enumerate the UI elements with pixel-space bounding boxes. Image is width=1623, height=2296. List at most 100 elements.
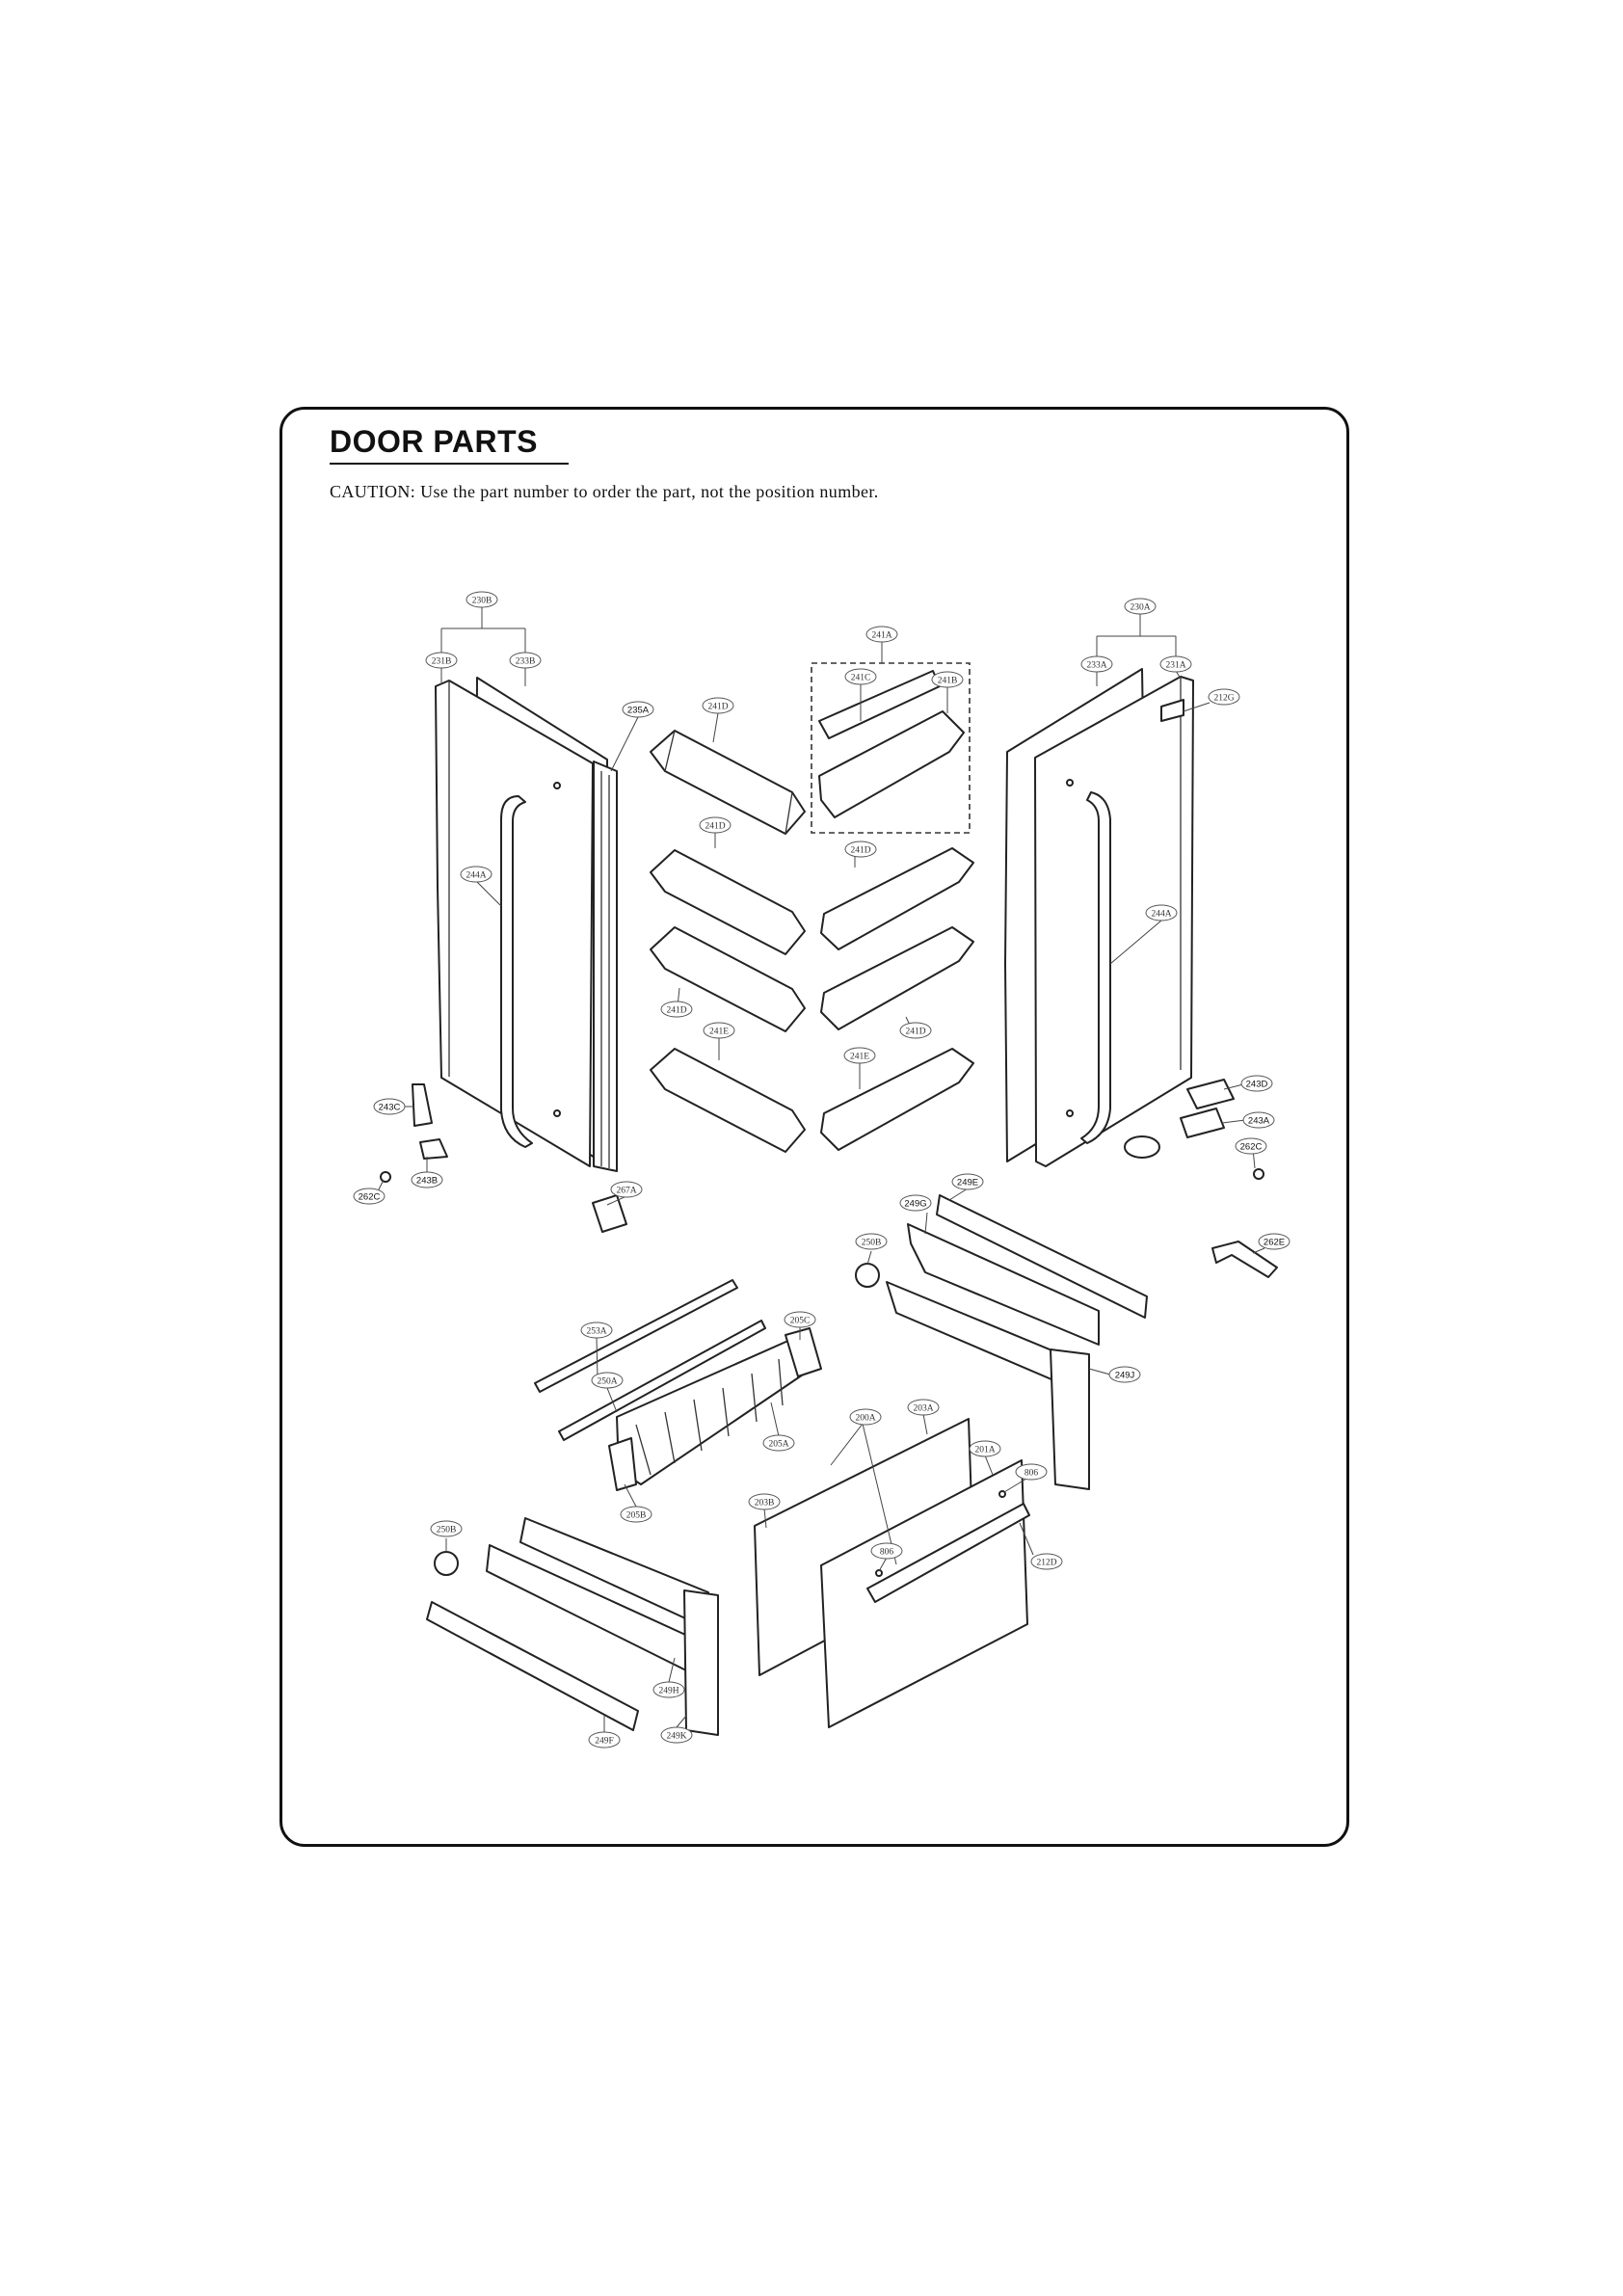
callout-oval [652,1681,685,1698]
callout-262e: 262E [1258,1233,1290,1250]
left-door-screw-top [553,782,561,789]
callout-249e: 249E [951,1173,984,1190]
callout-oval [748,1493,781,1510]
left-drawer-rail-assembly [426,1517,719,1736]
callout-label: 205B [626,1510,647,1520]
callout-230b: 230B [466,591,498,608]
callout-oval [1240,1075,1273,1092]
callout-oval [951,1173,984,1190]
callout-oval [702,697,734,714]
hinge-parts [380,1079,1278,1278]
callout-label: 243B [416,1175,438,1186]
part-205C [785,1327,822,1377]
caution-note: CAUTION: Use the part number to order th… [330,482,879,501]
callout-label: 243A [1248,1115,1270,1126]
callout-241d-a: 241D [702,697,734,714]
callout-label: 250A [597,1376,617,1386]
callout-249f: 249F [588,1731,621,1749]
callout-oval [1258,1233,1290,1250]
callout-oval [844,841,877,858]
part-262C-left [380,1171,391,1183]
callout-oval [620,1506,652,1523]
page-title: DOOR PARTS [330,424,538,459]
callout-label: 250B [862,1238,882,1247]
callout-label: 201A [974,1445,995,1455]
callout-241c: 241C [844,668,877,685]
callout-oval [843,1047,876,1064]
callout-label: 249G [904,1198,926,1209]
callout-label: 249H [658,1686,678,1695]
callout-oval [762,1434,795,1452]
left-door-rail-lines [600,771,610,1168]
door-201A [820,1459,1028,1728]
callout-oval [1145,904,1178,921]
callout-241d-c: 241D [844,841,877,858]
bin-241B-basket [818,710,965,818]
callout-249h: 249H [652,1681,685,1698]
callout-241d-b: 241D [699,816,732,834]
callout-806-b: 806 [870,1542,903,1560]
callout-oval [425,652,458,669]
callout-205c: 205C [784,1311,816,1328]
callout-label: 250B [437,1525,457,1535]
part-243D [1186,1079,1235,1109]
callout-label: 205A [768,1439,788,1449]
callout-label: 244A [466,870,486,880]
callout-244a-r: 244A [1145,904,1178,921]
callout-label: 241D [666,1005,686,1015]
callout-oval [907,1399,940,1416]
part-205B [608,1437,637,1491]
part-243C [412,1083,433,1127]
callout-oval [373,1098,406,1115]
callout-250a: 250A [591,1372,624,1389]
callout-201a: 201A [969,1440,1001,1457]
right-door-handle [1080,791,1111,1144]
right-door-screw-top [1066,779,1074,787]
callout-oval [353,1188,386,1205]
callout-241e-a: 241E [703,1022,735,1039]
rail-249E [936,1194,1148,1319]
callout-oval [1208,688,1240,706]
bin-241D-top-left [650,730,806,835]
right-drawer-rail-assembly [855,1194,1148,1490]
basket-205A [616,1339,812,1485]
callout-243a: 243A [1242,1111,1275,1129]
bin-241D-right-2 [820,926,974,1030]
callout-label: 262E [1264,1237,1285,1247]
callout-250b-b: 250B [430,1520,463,1537]
callout-oval [784,1311,816,1328]
callout-oval [622,701,654,718]
callout-267a: 267A [610,1181,643,1198]
callout-243b: 243B [411,1171,443,1188]
callout-241e-b: 241E [843,1047,876,1064]
callout-label: 230B [472,596,492,605]
callout-label: 806 [1024,1468,1039,1478]
callout-241d-e: 241D [899,1022,932,1039]
gear-250B-upper [855,1263,880,1288]
callout-oval [969,1440,1001,1457]
callout-label: 253A [586,1326,606,1336]
callout-231a: 231A [1159,655,1192,673]
callout-label: 241C [851,673,871,682]
callout-231b: 231B [425,652,458,669]
callout-212g: 212G [1208,688,1240,706]
callout-oval [703,1022,735,1039]
lead-drawer-front [763,1413,1034,1572]
callout-label: 203B [755,1498,775,1508]
part-267A-spring [592,1194,627,1233]
callout-250b-a: 250B [855,1233,888,1250]
callout-label: 262C [1240,1141,1263,1152]
callout-label: 231B [432,656,452,666]
callout-244a-l: 244A [460,866,492,883]
callout-label: 249F [595,1736,614,1746]
callout-oval [1030,1553,1063,1570]
left-door-assembly [435,677,618,1172]
callout-label: 249J [1115,1370,1135,1380]
lead-230B-bracket [440,605,526,654]
part-243A [1180,1108,1225,1138]
callout-label: 267A [616,1186,636,1195]
lead-top-group [440,641,948,772]
callout-oval [855,1233,888,1250]
callout-235a: 235A [622,701,654,718]
